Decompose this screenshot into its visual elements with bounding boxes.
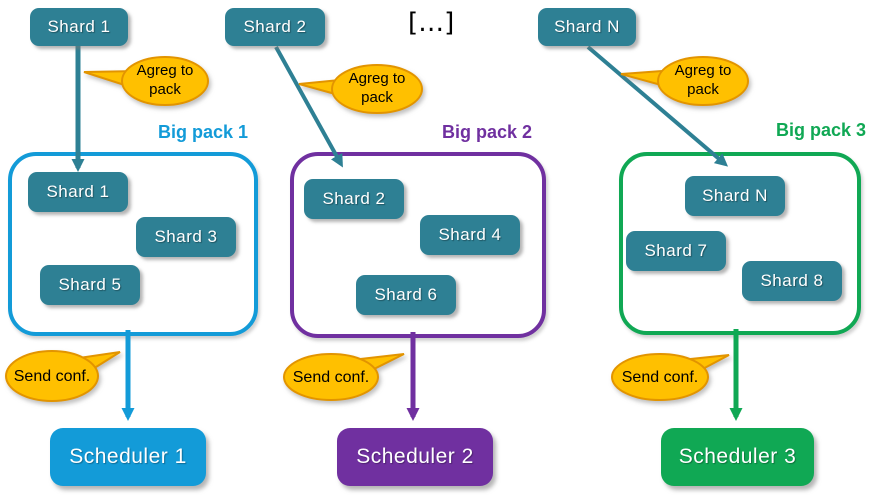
pack3-shard-n: Shard N (685, 176, 785, 216)
source-shard-n: Shard N (538, 8, 636, 46)
scheduler-2-box: Scheduler 2 (337, 428, 493, 486)
pack1-shard-3: Shard 3 (136, 217, 236, 257)
callout-ellipse (283, 353, 379, 401)
send-callout-text-1: Send conf. (13, 368, 91, 385)
arrow-shardN-to-bigpack3 (586, 45, 729, 167)
source-shard-2: Shard 2 (225, 8, 325, 46)
send-callout-bubble-2 (283, 353, 405, 401)
scheduler-3-box: Scheduler 3 (661, 428, 814, 486)
send-callout-text-3: Send conf. (621, 369, 699, 386)
big-pack-1-title: Big pack 1 (157, 122, 248, 142)
ellipsis-label: […] (408, 8, 455, 38)
pack2-shard-4: Shard 4 (420, 215, 520, 255)
agreg-callout-text-3: Agreg to pack (674, 62, 732, 98)
send-callout-bubble-1 (5, 350, 121, 402)
pack3-shard-8: Shard 8 (742, 261, 842, 301)
send-callout-text-2: Send conf. (292, 369, 370, 386)
agreg-callout-text-1: Agreg to pack (136, 62, 194, 98)
callout-ellipse (121, 56, 209, 106)
source-shard-1: Shard 1 (30, 8, 128, 46)
pack1-shard-5: Shard 5 (40, 265, 140, 305)
agreg-callout-bubble-1 (83, 56, 209, 106)
pack2-shard-2: Shard 2 (304, 179, 404, 219)
agreg-callout-bubble-2 (298, 64, 423, 114)
pack3-shard-7: Shard 7 (626, 231, 726, 271)
callout-ellipse (331, 64, 423, 114)
pack1-shard-1: Shard 1 (28, 172, 128, 212)
callout-ellipse (657, 56, 749, 106)
callout-ellipse (611, 353, 709, 401)
agreg-callout-text-2: Agreg to pack (348, 70, 406, 106)
agreg-callout-bubble-3 (620, 56, 749, 106)
scheduler-1-box: Scheduler 1 (50, 428, 206, 486)
big-pack-3-title: Big pack 3 (775, 120, 866, 140)
send-callout-bubble-3 (611, 353, 730, 401)
arrow-shard2-to-bigpack2 (274, 46, 343, 168)
callout-ellipse (5, 350, 99, 402)
big-pack-2-title: Big pack 2 (441, 122, 532, 142)
pack2-shard-6: Shard 6 (356, 275, 456, 315)
